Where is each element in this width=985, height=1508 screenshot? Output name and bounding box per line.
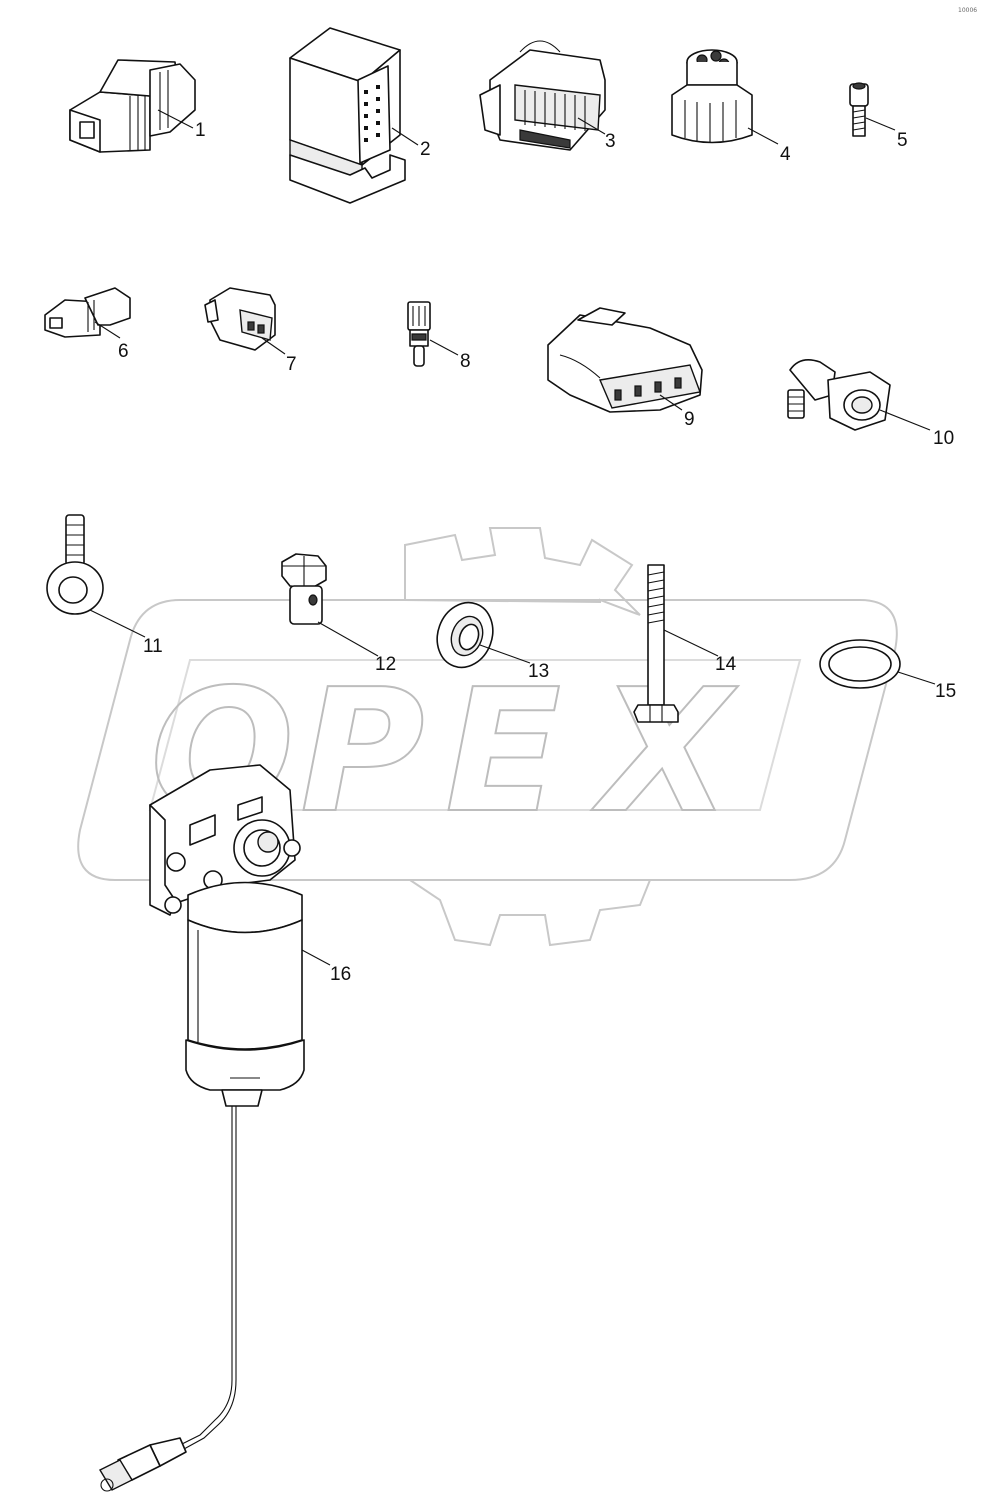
callout-15: 15 xyxy=(935,681,956,702)
part-2-relay-module-icon[interactable] xyxy=(289,27,406,204)
watermark-inner-frame-icon xyxy=(148,659,802,811)
leader-12 xyxy=(317,621,379,657)
callout-12: 12 xyxy=(375,654,396,675)
callout-5: 5 xyxy=(897,130,908,151)
part-5-socket-head-screw-icon[interactable] xyxy=(849,82,869,137)
part-1-connector-2pin-icon[interactable] xyxy=(69,59,196,153)
leader-2 xyxy=(391,127,419,146)
callout-13: 13 xyxy=(528,661,549,682)
callout-14: 14 xyxy=(715,654,737,675)
corner-mark: 10006 xyxy=(958,7,977,14)
part-3-multipin-connector-icon[interactable] xyxy=(479,40,606,151)
leader-9 xyxy=(659,394,683,411)
leader-1 xyxy=(157,109,194,129)
leader-13 xyxy=(479,644,531,664)
part-14-long-bolt-icon[interactable] xyxy=(633,564,679,723)
opex-watermark: O P E X xyxy=(77,527,898,947)
callout-11: 11 xyxy=(143,636,163,657)
callout-1: 1 xyxy=(195,120,206,141)
callout-16: 16 xyxy=(330,964,351,985)
part-11-banjo-fitting-icon[interactable] xyxy=(46,514,104,615)
part-9-4pin-connector-icon[interactable] xyxy=(547,307,703,413)
leader-7 xyxy=(261,337,286,355)
callout-6: 6 xyxy=(118,341,129,362)
leader-10 xyxy=(879,409,931,431)
part-10-elbow-quick-connector-icon[interactable] xyxy=(787,359,891,431)
leader-3 xyxy=(577,117,606,135)
callout-2: 2 xyxy=(420,139,431,160)
leader-5 xyxy=(865,117,896,131)
callout-3: 3 xyxy=(605,131,616,152)
leader-6 xyxy=(94,321,121,339)
part-8-temperature-sensor-icon[interactable] xyxy=(407,301,431,367)
watermark-letter-e: E xyxy=(445,653,561,851)
part-7-clip-connector-icon[interactable] xyxy=(204,287,276,351)
leader-11 xyxy=(89,609,146,638)
watermark-letter-x: X xyxy=(591,653,739,851)
part-6-small-connector-icon[interactable] xyxy=(44,287,131,338)
leader-4 xyxy=(747,127,779,145)
watermark-letter-p: P xyxy=(300,653,425,851)
callout-8: 8 xyxy=(460,351,471,372)
part-16-fuel-filter-assembly-icon[interactable] xyxy=(99,764,305,1492)
watermark-frame-icon xyxy=(77,599,898,881)
watermark-gear-lower-icon xyxy=(409,879,651,947)
callout-10: 10 xyxy=(933,428,954,449)
callout-4: 4 xyxy=(780,144,791,165)
leader-15 xyxy=(897,671,936,685)
part-12-banjo-bolt-icon[interactable] xyxy=(281,553,327,625)
leader-16 xyxy=(301,949,331,966)
part-15-o-ring-icon[interactable] xyxy=(819,639,901,689)
callout-7: 7 xyxy=(286,354,297,375)
leader-8 xyxy=(429,339,459,356)
leader-14 xyxy=(663,629,719,657)
callout-9: 9 xyxy=(684,409,695,430)
part-4-round-connector-icon[interactable] xyxy=(671,49,753,144)
part-13-sealing-washer-icon[interactable] xyxy=(428,595,501,675)
watermark-gear-icon xyxy=(404,527,641,616)
